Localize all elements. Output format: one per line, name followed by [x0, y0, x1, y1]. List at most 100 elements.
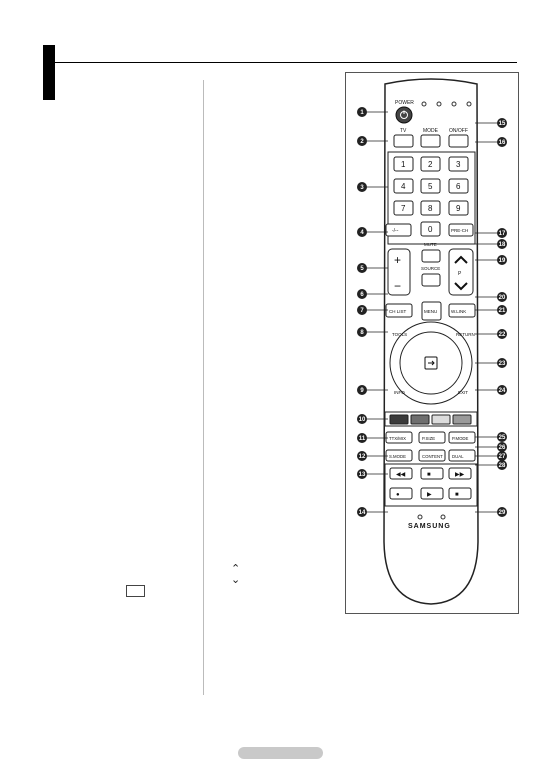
media-button: [420, 467, 444, 480]
callout-marker: [357, 433, 367, 443]
callout-number: 12: [359, 454, 366, 460]
callout-number: 28: [499, 463, 506, 469]
callout-marker: [357, 263, 367, 273]
callout-marker: [497, 442, 507, 452]
callout-marker: [497, 228, 507, 238]
chlist-label: CH LIST: [389, 309, 407, 314]
callout-number: 18: [499, 242, 506, 248]
callout-marker: [497, 358, 507, 368]
function-button: [448, 449, 476, 462]
media-frame: [384, 463, 478, 507]
callout-number: 2: [360, 139, 364, 145]
media-button: [389, 487, 413, 500]
volume-plus: +: [394, 253, 401, 267]
digit-7-label: 7: [401, 204, 406, 213]
power-button: [395, 106, 413, 124]
callout-number: 13: [359, 472, 366, 478]
callout-number: 11: [359, 436, 366, 442]
inline-button-icon: [126, 585, 145, 597]
prech-label: PRE-CH: [451, 228, 468, 233]
return-label: RETURN: [456, 332, 475, 337]
wiselink-label: W.LINK: [451, 309, 466, 314]
callout-number: 19: [499, 258, 506, 264]
onoff-label: ON/OFF: [449, 128, 468, 134]
function-button-label: P.SIZE: [422, 436, 435, 441]
callout-marker: [357, 507, 367, 517]
dash-label: -/--: [392, 228, 399, 234]
digit-4-label: 4: [401, 182, 406, 191]
digit-4-button: [393, 178, 414, 194]
section-header-rule: [55, 62, 517, 63]
callout-number: 3: [360, 185, 364, 191]
digit-5-label: 5: [428, 182, 433, 191]
media-button-icon: ●: [396, 492, 400, 498]
callout-number: 5: [360, 266, 364, 272]
callout-number: 16: [499, 140, 506, 146]
callout-number: 8: [360, 330, 364, 336]
media-button-icon: ▶: [427, 492, 432, 498]
callout-marker: [357, 182, 367, 192]
callout-marker: [357, 305, 367, 315]
callout-number: 23: [499, 361, 506, 367]
color-button-3: [431, 414, 451, 425]
tv-label: TV: [400, 128, 407, 134]
callout-marker: [357, 107, 367, 117]
digit-1-button: [393, 156, 414, 172]
callout-number: 6: [360, 292, 364, 298]
function-button: [385, 449, 413, 462]
digit-0-label: 0: [428, 225, 433, 234]
color-buttons: [389, 414, 472, 425]
mode-button: [420, 134, 441, 148]
indicator-dot: [466, 101, 472, 107]
callout-number: 21: [499, 308, 506, 314]
callout-number: 9: [360, 388, 364, 394]
callout-number: 29: [499, 510, 506, 516]
digit-8-button: [420, 200, 441, 216]
digit-5-button: [420, 178, 441, 194]
callout-number: 26: [499, 445, 506, 451]
media-button: [420, 487, 444, 500]
function-button-label: TTX/MIX: [389, 436, 406, 441]
color-button-1: [389, 414, 409, 425]
callout-marker: [357, 469, 367, 479]
function-button-label: S.MODE: [389, 454, 406, 459]
function-button: [448, 431, 476, 444]
callout-marker: [497, 432, 507, 442]
digit-7-button: [393, 200, 414, 216]
digit-3-button: [448, 156, 469, 172]
volume-rocker: [387, 248, 411, 296]
function-button-label: CONTENT: [422, 454, 443, 459]
media-button: [389, 467, 413, 480]
exit-label: EXIT: [458, 390, 468, 395]
indicator-dot: [436, 101, 442, 107]
callout-marker: [357, 414, 367, 424]
function-button: [418, 431, 446, 444]
source-button: [421, 273, 441, 287]
tv-button: [393, 134, 414, 148]
media-button-icon: ■: [455, 492, 459, 498]
digit-9-label: 9: [456, 204, 461, 213]
callout-marker: [497, 305, 507, 315]
onoff-button: [448, 134, 469, 148]
channel-down-glyph: ⌄: [231, 574, 241, 586]
tools-label: TOOLS: [392, 332, 407, 337]
callout-marker: [357, 451, 367, 461]
callout-marker: [497, 451, 507, 461]
callout-marker: [497, 137, 507, 147]
callout-number: 17: [499, 231, 506, 237]
indicator-dot: [440, 514, 446, 520]
p-label: P: [458, 271, 462, 277]
media-button: [448, 467, 472, 480]
callout-marker: [497, 460, 507, 470]
page-number-pill: [238, 747, 323, 759]
channel-up-icon: [454, 255, 468, 264]
callout-number: 14: [359, 510, 366, 516]
digit-0-button: [420, 221, 441, 237]
callout-number: 15: [499, 121, 506, 127]
enter-arrow-icon: [428, 360, 435, 366]
callout-number: 7: [360, 308, 364, 314]
volume-minus: −: [394, 279, 401, 293]
indicator-dot: [421, 101, 427, 107]
